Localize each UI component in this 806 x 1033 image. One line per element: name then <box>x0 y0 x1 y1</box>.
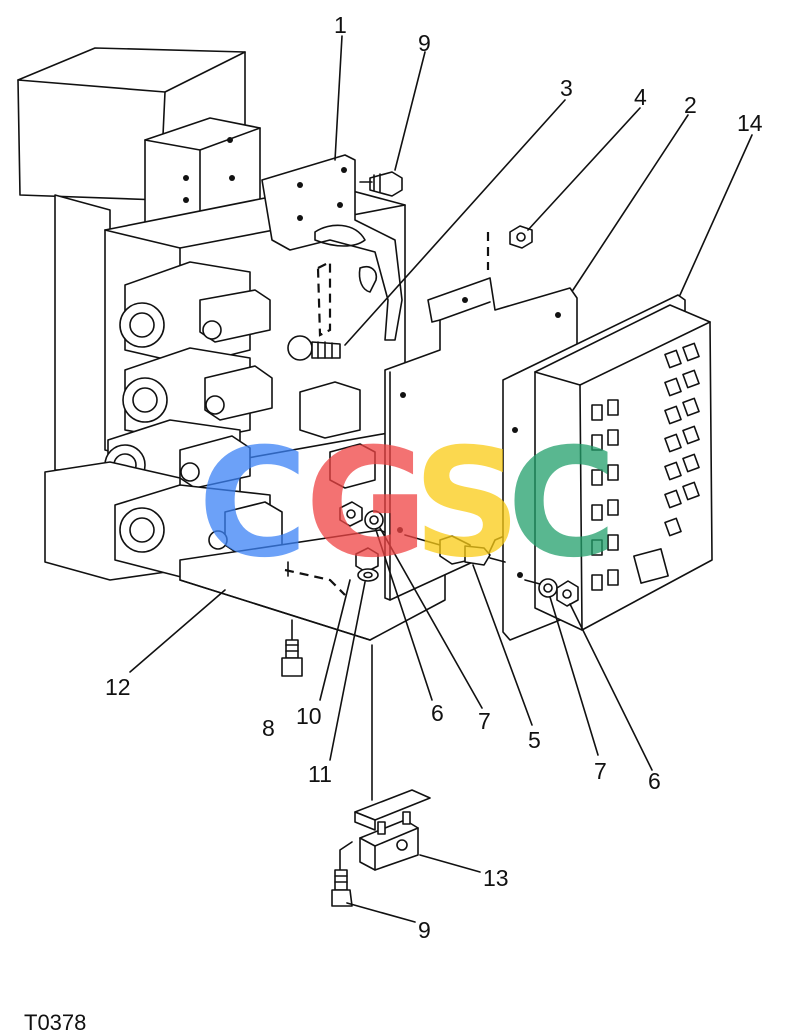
nut-part-6-right <box>556 580 579 607</box>
callout-7-left: 7 <box>478 708 491 734</box>
callout-14: 14 <box>737 110 763 136</box>
callout-4: 4 <box>634 84 647 110</box>
watermark-letter-c1: C <box>198 417 308 591</box>
callout-3: 3 <box>560 75 573 101</box>
callout-5: 5 <box>528 727 541 753</box>
watermark-cgsc: C G S C <box>198 417 617 591</box>
callout-1: 1 <box>334 12 347 38</box>
watermark-letter-c2: C <box>507 417 617 591</box>
figure-id: T0378 <box>24 1010 86 1033</box>
callout-labels: 1 9 3 4 2 14 12 8 10 6 7 5 7 6 11 13 9 <box>105 12 763 943</box>
callout-10: 10 <box>296 703 322 729</box>
valve-block-assembly <box>17 47 446 641</box>
callout-11: 11 <box>308 761 332 787</box>
washer-part-11 <box>357 568 379 582</box>
callout-7-right: 7 <box>594 758 607 784</box>
connector-part-5 <box>404 534 506 566</box>
nut-part-10 <box>355 547 379 573</box>
screw-part-9-top <box>359 171 403 197</box>
watermark-letter-g: G <box>305 417 428 591</box>
keypad-grid <box>591 342 700 591</box>
callout-6-right: 6 <box>648 768 661 794</box>
screw-part-8 <box>281 619 303 677</box>
nut-part-6-left <box>339 501 363 527</box>
washer-part-7-left <box>364 510 384 530</box>
nut-part-4 <box>486 225 533 270</box>
callout-9-bottom: 9 <box>418 917 431 943</box>
bracket-part-1 <box>261 154 403 341</box>
washer-part-7-right <box>538 578 558 598</box>
callout-6-left: 6 <box>431 700 444 726</box>
clamp-part-13 <box>339 789 431 871</box>
bolt-part-3 <box>287 335 341 361</box>
callout-8: 8 <box>262 715 275 741</box>
watermark-letter-s: S <box>413 417 521 591</box>
screw-part-9-bottom <box>331 869 353 907</box>
leader-lines <box>129 35 753 923</box>
callout-12: 12 <box>105 674 131 700</box>
callout-9-top: 9 <box>418 30 431 56</box>
electronic-module-part-14 <box>502 294 713 641</box>
callout-2: 2 <box>684 92 697 118</box>
callout-13: 13 <box>483 865 509 891</box>
